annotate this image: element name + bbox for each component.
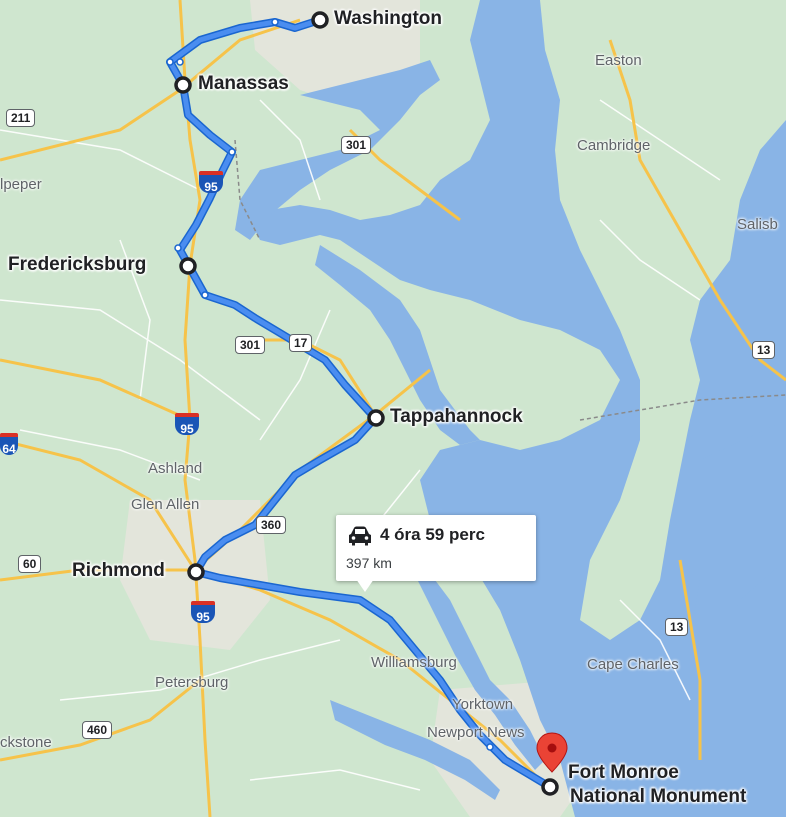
stop-label-fredericksburg[interactable]: Fredericksburg xyxy=(8,254,147,275)
stop-marker-richmond xyxy=(187,563,205,581)
place-label-glen-allen: Glen Allen xyxy=(131,496,200,513)
interstate-95-shield-icon: 95 xyxy=(175,413,199,436)
place-label-salisbury: Salisb xyxy=(737,216,778,233)
route-211-shield-icon: 211 xyxy=(6,109,36,127)
route-duration: 4 óra 59 perc xyxy=(380,525,485,544)
route-17-shield-icon: 17 xyxy=(289,334,313,352)
route-360-shield-icon: 360 xyxy=(256,516,287,534)
place-label-williamsburg: Williamsburg xyxy=(371,654,457,671)
stop-label-destination-line2[interactable]: National Monument xyxy=(570,786,747,807)
place-label-blackstone: ckstone xyxy=(0,734,52,751)
route-13-shield-icon: 13 xyxy=(665,618,689,636)
route-301-shield-icon: 301 xyxy=(235,336,266,354)
stop-label-manassas[interactable]: Manassas xyxy=(198,73,289,94)
route-460-shield-icon: 460 xyxy=(82,721,113,739)
place-label-cape-charles: Cape Charles xyxy=(587,656,679,673)
place-label-petersburg: Petersburg xyxy=(155,674,229,691)
stop-marker-washington xyxy=(311,11,329,29)
stop-label-tappahannock[interactable]: Tappahannock xyxy=(390,406,523,427)
stop-label-destination-line1[interactable]: Fort Monroe xyxy=(568,762,679,783)
info-box-tail xyxy=(356,579,374,592)
route-info-box[interactable]: 4 óra 59 perc 397 km xyxy=(336,515,536,592)
route-301-shield-icon: 301 xyxy=(341,136,372,154)
place-label-easton: Easton xyxy=(595,52,642,69)
place-label-cambridge: Cambridge xyxy=(577,137,651,154)
route-13-shield-icon: 13 xyxy=(752,341,776,359)
stop-marker-tappahannock xyxy=(367,409,385,427)
interstate-95-shield-icon: 95 xyxy=(191,601,215,624)
stop-marker-fredericksburg xyxy=(179,257,197,275)
place-label-yorktown: Yorktown xyxy=(452,696,514,713)
place-label-newport-news: Newport News xyxy=(427,724,525,741)
route-60-shield-icon: 60 xyxy=(18,555,42,573)
interstate-95-shield-icon: 95 xyxy=(199,171,223,194)
place-label-ashland: Ashland xyxy=(148,460,203,477)
route-distance: 397 km xyxy=(346,555,392,571)
stop-marker-manassas xyxy=(174,76,192,94)
stop-marker-fort-monroe xyxy=(541,778,559,796)
stop-label-richmond[interactable]: Richmond xyxy=(72,560,165,581)
car-icon xyxy=(349,526,371,546)
destination-pin-icon xyxy=(536,732,568,773)
place-label-culpeper: lpeper xyxy=(0,176,42,193)
interstate-64-shield-icon: 64 xyxy=(0,433,18,456)
stop-label-washington[interactable]: Washington xyxy=(334,8,442,29)
